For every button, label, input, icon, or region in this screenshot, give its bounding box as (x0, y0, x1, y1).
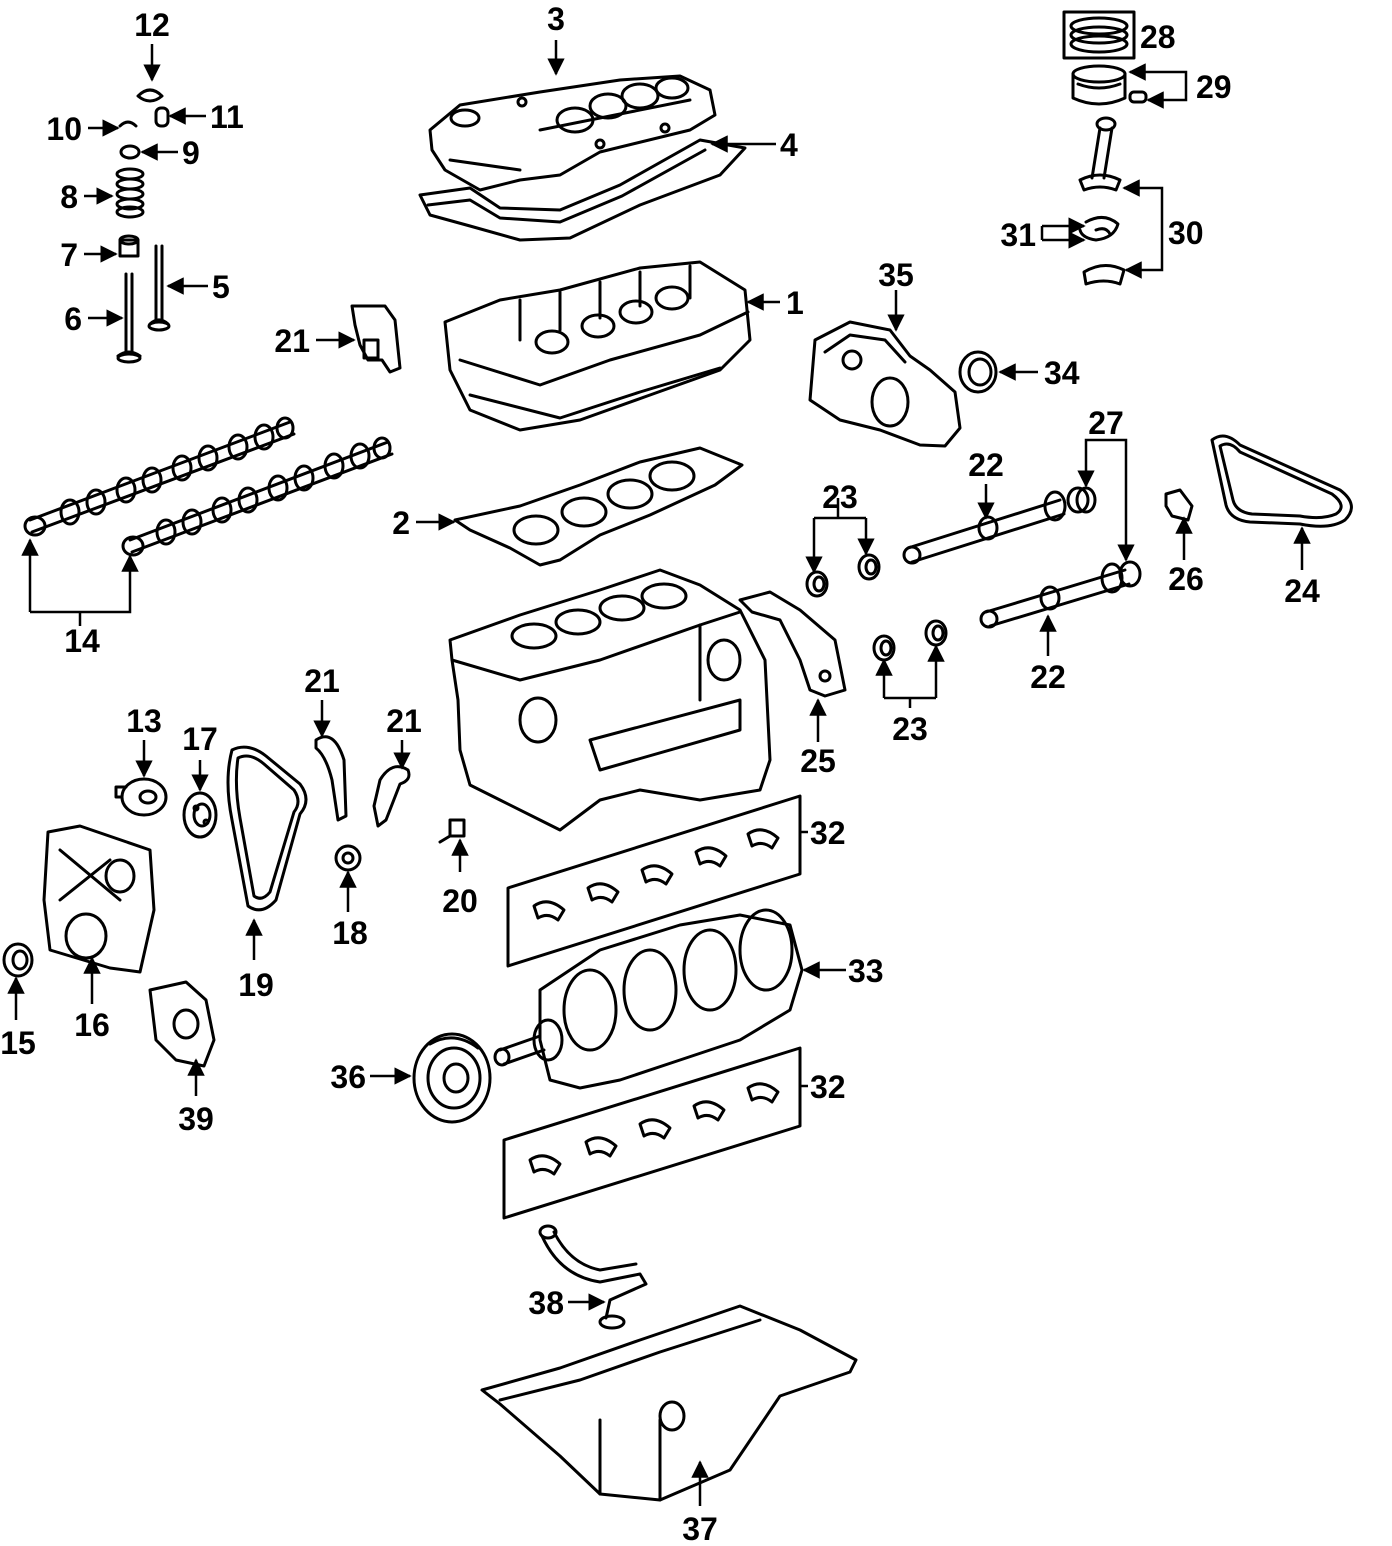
main-bearings-32-upper (506, 794, 802, 968)
callout-27: 27 (1088, 405, 1124, 441)
water-pump-39 (148, 980, 216, 1068)
callout-30: 30 (1168, 215, 1204, 251)
bearing-23-upper-right (857, 553, 881, 581)
callout-19: 19 (238, 967, 274, 1003)
callout-33: 33 (848, 953, 884, 989)
callout-18: 18 (332, 915, 368, 951)
sprocket-17 (182, 791, 218, 839)
callout-5: 5 (212, 269, 230, 305)
valve-cover-gasket-4 (418, 138, 747, 242)
crank-pulley-36 (412, 1032, 492, 1124)
callout-26: 26 (1168, 561, 1204, 597)
callout-32-a: 32 (810, 815, 846, 851)
bearing-23-lower-right (924, 619, 948, 647)
callout-39: 39 (178, 1101, 214, 1137)
callout-9: 9 (182, 135, 200, 171)
front-seal-34 (958, 350, 998, 394)
retainer-10 (118, 120, 138, 128)
callout-21-b: 21 (304, 663, 340, 699)
callout-34: 34 (1044, 355, 1080, 391)
callout-23-b: 23 (892, 711, 928, 747)
callout-32-b: 32 (810, 1069, 846, 1105)
cover-25 (738, 590, 847, 698)
callout-10: 10 (46, 111, 82, 147)
tensioner-18 (334, 844, 362, 872)
crankshaft-33 (493, 908, 804, 1090)
cylinder-head-1 (443, 260, 752, 432)
callout-15: 15 (0, 1025, 36, 1061)
timing-cover-35 (808, 320, 962, 448)
bearing-27-upper (1075, 486, 1097, 514)
chain-guide-21-upper (350, 304, 402, 374)
oil-pan-37 (480, 1304, 858, 1502)
main-bearings-32-lower (502, 1046, 802, 1220)
valve-seal-11 (154, 106, 170, 128)
front-cover-16 (42, 824, 156, 974)
callout-4: 4 (780, 127, 798, 163)
callout-8: 8 (60, 179, 78, 215)
callout-37: 37 (682, 1511, 718, 1546)
callout-21-a: 21 (274, 323, 310, 359)
callout-21-c: 21 (386, 703, 422, 739)
thermostat-13 (114, 777, 168, 817)
seal-15 (2, 942, 34, 978)
callout-6: 6 (64, 301, 82, 337)
piston-rings-28 (1062, 10, 1136, 60)
balance-shaft-22-lower (979, 560, 1142, 629)
chain-guide-21-left (314, 735, 348, 822)
callout-2: 2 (392, 505, 410, 541)
callout-23-a: 23 (822, 479, 858, 515)
callout-38: 38 (528, 1285, 564, 1321)
callout-16: 16 (74, 1007, 110, 1043)
bearing-23-upper-left (805, 570, 829, 598)
callout-22-a: 22 (968, 447, 1004, 483)
callout-3: 3 (547, 1, 565, 37)
valve-keeper-12 (136, 88, 164, 103)
callout-31: 31 (1000, 217, 1036, 253)
camshaft-14-lower (121, 436, 394, 557)
callout-7: 7 (60, 237, 78, 273)
callout-36: 36 (330, 1059, 366, 1095)
callout-labels: 3 12 28 29 11 10 4 9 8 30 31 7 35 5 1 6 … (0, 1, 1320, 1546)
sensor-20 (438, 818, 466, 844)
callout-11: 11 (210, 99, 244, 135)
tensioner-26 (1164, 488, 1194, 522)
callout-17: 17 (182, 721, 218, 757)
valve-cover-3 (428, 74, 717, 192)
lifter-7 (118, 234, 140, 258)
callout-24: 24 (1284, 573, 1320, 609)
callout-20: 20 (442, 883, 478, 919)
callout-29: 29 (1196, 69, 1232, 105)
chain-guide-21-right (372, 765, 411, 828)
valve-5 (147, 244, 171, 332)
bearing-23-lower-left (872, 634, 896, 662)
callout-28: 28 (1140, 19, 1176, 55)
oil-pickup-38 (538, 1224, 648, 1330)
leader-lines (7, 40, 1311, 1506)
rod-bearing-31 (1078, 216, 1120, 242)
timing-chain-19 (226, 745, 308, 912)
rod-cap-30 (1082, 264, 1126, 286)
callout-14: 14 (64, 623, 100, 659)
valve-6 (116, 272, 142, 364)
callout-35: 35 (878, 257, 914, 293)
retainer-9 (119, 144, 141, 160)
callout-13: 13 (126, 703, 162, 739)
camshaft-14-upper (23, 416, 296, 537)
piston-29 (1071, 64, 1148, 106)
callout-12: 12 (134, 7, 170, 43)
valve-spring-8 (115, 167, 145, 219)
drive-belt-24 (1210, 434, 1353, 528)
callout-22-b: 22 (1030, 659, 1066, 695)
connecting-rod-30 (1078, 116, 1122, 192)
callout-25: 25 (800, 743, 836, 779)
callout-1: 1 (786, 285, 804, 321)
balance-shaft-22-upper (902, 486, 1090, 565)
head-gasket-2 (453, 446, 744, 567)
engine-block (448, 568, 772, 832)
